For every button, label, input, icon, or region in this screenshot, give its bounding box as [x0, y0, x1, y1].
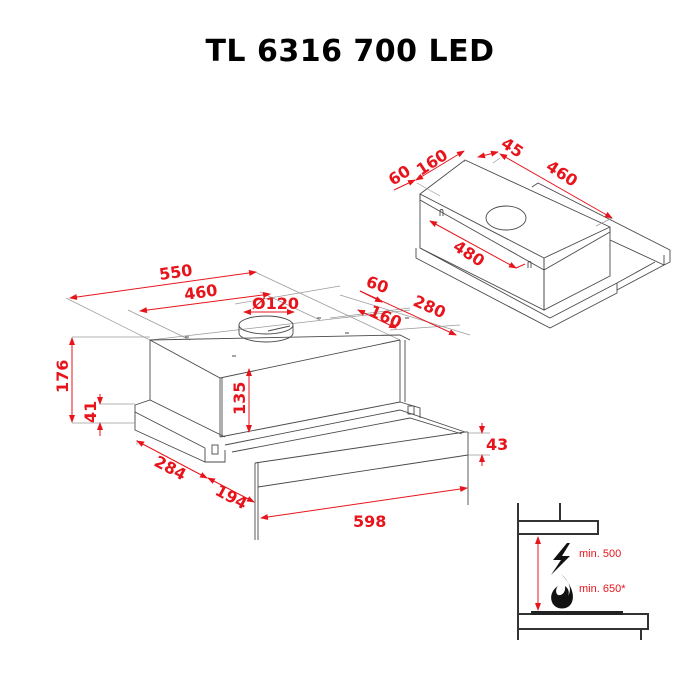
flame-icon: [551, 574, 573, 609]
dim-135: 135: [230, 382, 249, 415]
dim-41: 41: [81, 401, 100, 423]
dim-60-main: 60: [364, 272, 391, 297]
main-view: 550 460 Ø120 60 280 160 176 41 135 284: [53, 260, 508, 540]
dim-diameter-120: Ø120: [252, 294, 299, 313]
dim-160-main: 160: [366, 301, 404, 332]
iso-view: 60 160 45 460 480: [385, 133, 671, 329]
dim-284: 284: [151, 452, 189, 484]
dim-176: 176: [53, 360, 72, 393]
lightning-icon: [551, 543, 570, 575]
dim-194: 194: [212, 481, 250, 513]
clearance-diagram: min. 500 min. 650*: [517, 503, 649, 640]
clearance-gas-label: min. 650*: [579, 583, 626, 595]
dim-598: 598: [353, 512, 386, 531]
dim-43: 43: [486, 435, 508, 454]
clearance-electric-label: min. 500: [579, 548, 621, 560]
dim-550: 550: [158, 260, 194, 283]
dim-460-main: 460: [183, 280, 219, 303]
dim-iso-460: 460: [543, 156, 581, 190]
dim-iso-60: 60: [385, 161, 414, 189]
dim-iso-45: 45: [498, 133, 527, 161]
dim-280: 280: [410, 291, 448, 322]
product-title: TL 6316 700 LED: [205, 34, 495, 69]
